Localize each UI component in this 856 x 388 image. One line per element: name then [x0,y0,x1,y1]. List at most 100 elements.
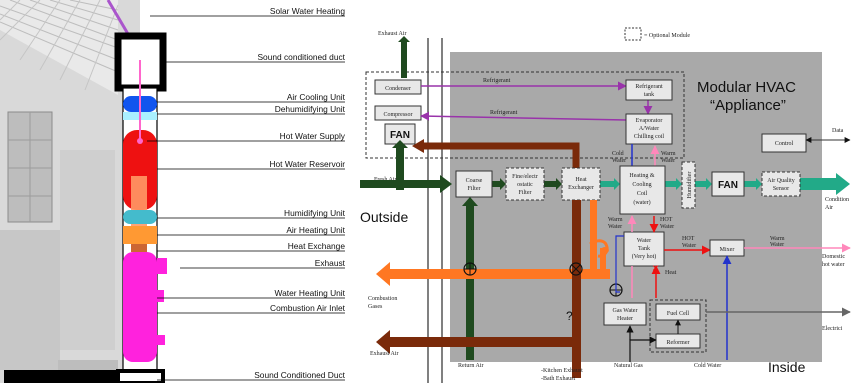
condenser-box [374,79,422,95]
fan-main-label: FAN [718,180,738,191]
refrigerant-tank-box [625,79,673,101]
humidifier-box [681,161,696,209]
label-conditioned-air-b: Air [825,205,833,211]
label-bath-exhaust: -Bath Exhaust [541,376,575,382]
water-tank-box [623,231,665,267]
water-heating-unit [123,252,157,362]
question-mark-1: ? [600,245,610,262]
fan-top-label: FAN [390,130,410,141]
fresh-air-arrow [360,175,452,193]
refrigerant-tank-label-1: Refrigerant [635,83,663,90]
airflow-fan-to-sensor [744,178,762,190]
label-data: Data [832,128,844,134]
evaporator-label-2: A/Water [639,126,659,132]
gas-water-heater-label-1: Gas Water [613,308,638,314]
label-domestic-hot-water-a: Domestic [822,254,845,260]
air-quality-sensor-box [761,171,801,197]
label-inside: Inside [768,359,806,375]
coil-label-4: (water) [633,199,650,206]
coil-label-3: Coil [637,191,648,197]
label-warm-water-1a: Warm [661,151,676,157]
label-hot-water-2b: Water [682,243,696,249]
heat-exchanger-exhaust-arrowhead [412,139,424,153]
label-outside: Outside [360,209,408,225]
reformer-label: Reformer [667,339,690,346]
title-line2: “Appliance” [710,97,786,114]
label-combustion-air-inlet: Combustion Air Inlet [270,303,346,313]
airflow-coil-to-humidifier [665,178,682,190]
leader-lines [147,15,345,381]
exhaust-air-top-arrow [398,36,410,78]
label-heat-exchange: Heat Exchange [288,241,346,251]
air-heating-unit [123,226,157,244]
label-kitchen-exhaust: -Kitchen Exhaust [541,368,583,374]
gas-water-heater-box [603,302,647,326]
label-return-air: Return Air [458,363,484,369]
label-solar-water-heating: Solar Water Heating [270,6,345,16]
water-tank-label-2: Tank [638,246,650,252]
fine-filter-label-3: Filter [519,190,532,196]
interior-wall [60,150,115,350]
label-hot-water-reservoir: Hot Water Reservoir [269,159,345,169]
evaporator-label-1: Evaporator [636,118,663,124]
fine-filter-label-2: ostatic [517,182,533,188]
condenser-label: Condenser [385,86,411,92]
cold-water-to-tank [615,235,624,293]
control-box [761,133,807,153]
label-dehumidifying-unit: Dehumidifying Unit [275,104,346,114]
label-cold-water-1b: Water [612,158,626,164]
control-label: Control [775,141,794,147]
label-combustion-gases-a: Combustion [368,296,397,302]
heat-exchanger-box [561,167,601,201]
humidifying-unit [123,210,157,224]
label-hot-water-supply: Hot Water Supply [280,131,346,141]
coarse-filter-box [455,170,493,198]
label-heat: Heat [665,270,677,276]
solar-water-line [106,0,130,35]
combustion-gases-arrow [376,262,610,286]
coarse-filter-label-1: Coarse [466,178,483,184]
label-conditioned-air-a: Condition [825,197,849,203]
aqs-label-2: Sensor [773,186,789,192]
question-mark-2: ? [566,309,573,323]
humidifier-label: Humidifier [686,172,693,199]
airflow-humidifier-to-fan [695,178,712,190]
label-warm-water-2a: Warm [608,217,623,223]
label-sound-conditioned-duct-bottom: Sound Conditioned Duct [254,370,345,380]
exhaust-stub [157,258,167,274]
airflow-fine-to-exchanger [544,178,562,190]
title-line1: Modular HVAC [697,79,796,96]
heat-x-mark: × [652,261,659,275]
airflow-coarse-to-fine [492,178,506,190]
label-refrigerant-1: Refrigerant [483,77,511,84]
label-warm-water-3a: Warm [770,236,785,242]
kitchen-exhaust-duct [572,200,581,378]
label-cold-water-bottom: Cold Water [694,363,721,369]
label-refrigerant-2: Refrigerant [490,109,518,116]
modular-hvac-diagram: = Optional Module Modular HVAC “Applianc… [360,27,851,383]
label-air-cooling-unit: Air Cooling Unit [287,92,346,102]
compressor-label: Compressor [384,112,413,118]
conditioned-air-arrow [800,173,850,195]
refrigerant-line-2 [420,111,627,121]
label-warm-water-3b: Water [770,242,784,248]
label-hot-water-1b: Water [660,224,674,230]
airflow-exchanger-to-coil [600,178,620,190]
heat-exchanger-label-1: Heat [575,177,587,183]
optional-module-legend-text: = Optional Module [644,33,690,39]
label-exhaust: Exhaust [315,258,346,268]
label-combustion-gases-b: Gases [368,304,383,310]
label-humidifying-unit: Humidifying Unit [284,208,346,218]
label-exhaust-air-top: Exhaust Air [378,31,407,37]
fan-main-box [711,171,745,197]
junction-circle-1 [569,262,583,276]
coil-label-1: Heating & [629,173,654,179]
fan-up-airflow [392,140,408,190]
aqs-label-1: Air Quality [767,178,795,184]
refrigerant-tank-label-2: tank [644,92,654,98]
label-domestic-hot-water-b: hot water [822,262,845,268]
label-water-heating-unit: Water Heating Unit [275,288,346,298]
label-air-heating-unit: Air Heating Unit [286,225,345,235]
